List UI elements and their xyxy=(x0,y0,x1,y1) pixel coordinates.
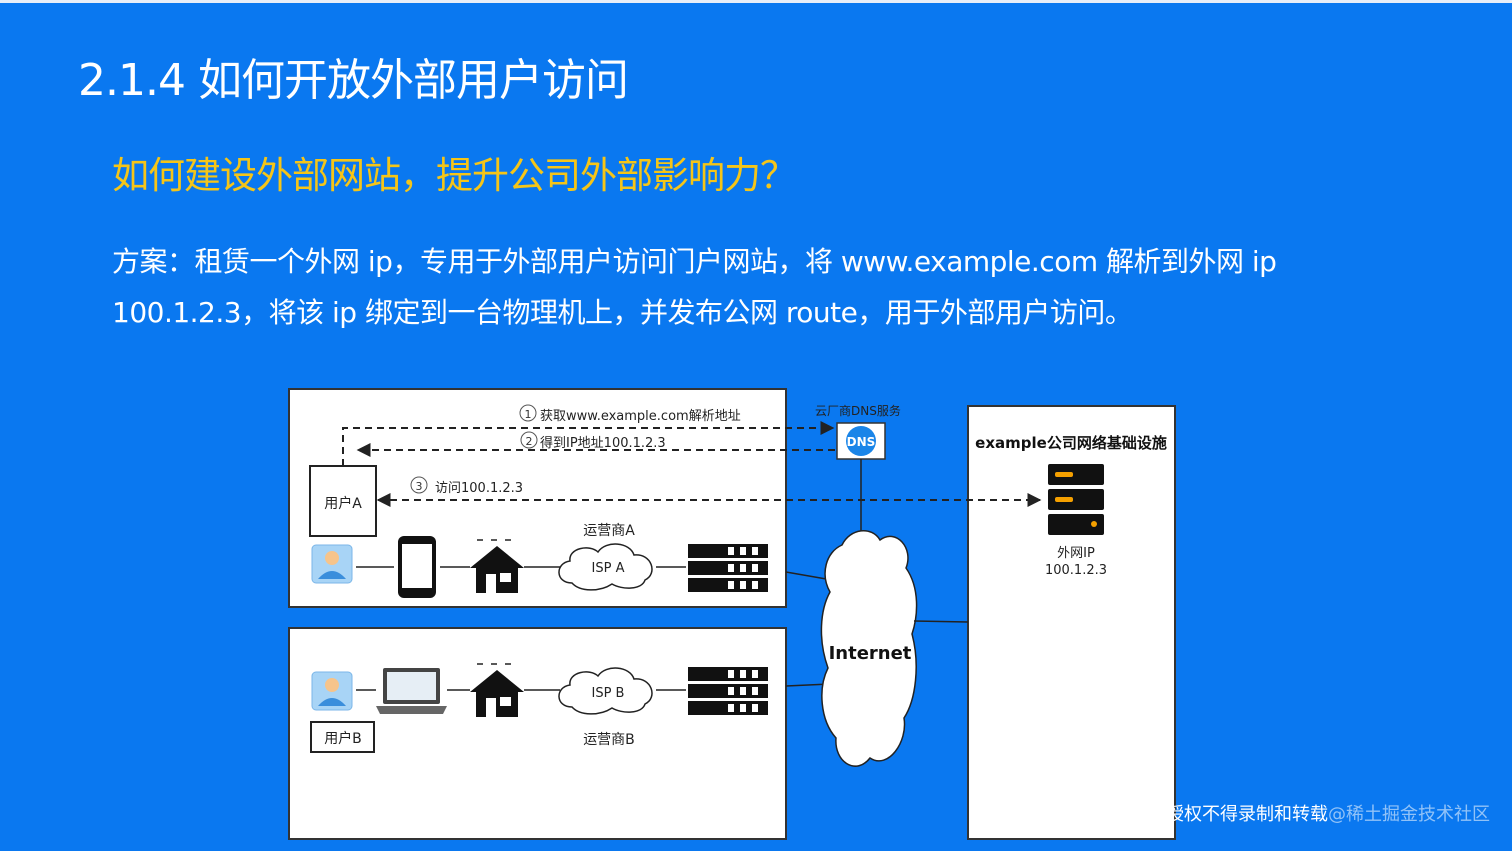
home-a-icon xyxy=(470,539,524,593)
link-router-a-internet xyxy=(785,571,833,581)
step2-label: 得到IP地址100.1.2.3 xyxy=(540,435,666,451)
arrow-step1-dns-query xyxy=(342,421,835,466)
user-a-label: 用户A xyxy=(324,495,362,512)
dns-icon: DNS xyxy=(836,422,886,460)
router-a-icon xyxy=(688,544,768,592)
watermark: @稀土掘金技术社区 xyxy=(1328,804,1490,825)
internet-cloud xyxy=(820,530,918,767)
user-a-avatar-icon xyxy=(311,544,353,584)
isp-a-cloud xyxy=(558,543,653,591)
step1-label: 获取www.example.com解析地址 xyxy=(540,409,741,424)
step1-number: 1 xyxy=(525,408,532,421)
laptop-icon xyxy=(376,668,447,714)
phone-icon xyxy=(398,536,436,598)
top-border xyxy=(0,0,1512,3)
isp-b-cloud xyxy=(558,667,653,715)
copyright-footer: 未经授权不得录制和转载@稀土掘金技术社区 xyxy=(1130,800,1490,826)
isp-a-name: 运营商A xyxy=(583,523,635,539)
infra-title: example公司网络基础设施 xyxy=(975,434,1167,452)
copyright-notice: 未经授权不得录制和转载 xyxy=(1130,804,1328,825)
slide-subtitle: 如何建设外部网站，提升公司外部影响力？ xyxy=(112,154,797,197)
link-internet-infra xyxy=(913,620,969,623)
step3-number: 3 xyxy=(416,480,423,493)
step3-label: 访问100.1.2.3 xyxy=(435,481,523,496)
isp-b-name: 运营商B xyxy=(583,732,635,748)
plan-text-line-2: 100.1.2.3，将该 ip 绑定到一台物理机上，并发布公网 route，用于… xyxy=(112,296,1133,329)
dns-icon-text: DNS xyxy=(847,435,876,449)
user-b-avatar-icon xyxy=(311,671,353,711)
isp-b-label: ISP B xyxy=(592,686,625,701)
slide-title: 2.1.4 如何开放外部用户访问 xyxy=(78,55,629,106)
isp-a-label: ISP A xyxy=(592,561,625,576)
user-b-box xyxy=(310,721,375,753)
step2-number: 2 xyxy=(526,435,533,448)
server-icon xyxy=(1048,464,1104,535)
router-b-icon xyxy=(688,667,768,715)
server-ip: 100.1.2.3 xyxy=(1045,563,1107,578)
home-b-icon xyxy=(470,663,524,717)
dns-service-label: 云厂商DNS服务 xyxy=(815,403,901,418)
internet-label: Internet xyxy=(829,643,912,664)
step3-circle xyxy=(410,476,428,494)
user-a-box xyxy=(309,465,377,537)
step2-circle xyxy=(520,431,538,449)
panel-company-infra xyxy=(967,405,1176,840)
user-b-label: 用户B xyxy=(324,730,362,747)
server-label: 外网IP xyxy=(1057,546,1095,561)
step1-circle xyxy=(519,404,537,422)
plan-text-line-1: 方案：租赁一个外网 ip，专用于外部用户访问门户网站，将 www.example… xyxy=(112,245,1277,278)
